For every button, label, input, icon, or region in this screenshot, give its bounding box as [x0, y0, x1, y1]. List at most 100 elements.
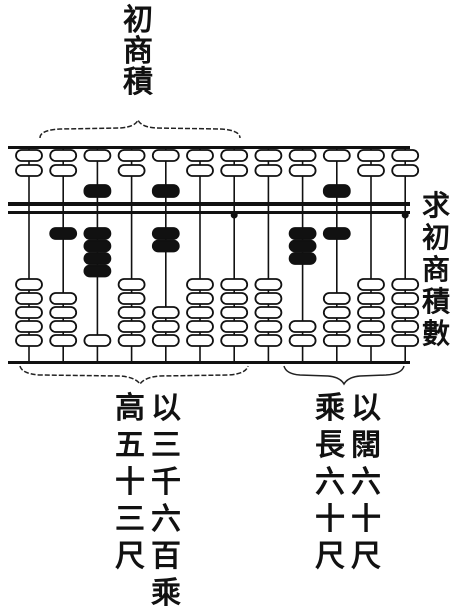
lower-bead-dark: [83, 252, 112, 265]
unit-dot: [230, 211, 238, 219]
upper-bead: [15, 149, 43, 162]
upper-bead: [357, 149, 385, 162]
left-block-char: 五: [115, 428, 145, 463]
upper-bead: [288, 164, 317, 177]
lower-bead: [391, 292, 420, 305]
lower-bead: [322, 306, 351, 319]
top-brace: [39, 118, 241, 139]
upper-bead: [254, 149, 283, 162]
lower-bead-dark: [288, 239, 317, 253]
lower-bead: [322, 334, 351, 347]
lower-bead-dark: [322, 227, 351, 240]
right-block-char: 乘: [315, 391, 345, 426]
lower-bead: [220, 334, 249, 347]
lower-bead: [288, 320, 317, 333]
lower-bead-dark: [288, 227, 317, 240]
upper-bead: [117, 164, 146, 177]
beam-lower-bar: [8, 211, 410, 214]
lower-bead: [117, 320, 146, 333]
lower-bead: [15, 306, 43, 319]
right-bottom-brace: [283, 365, 405, 386]
lower-bead: [254, 292, 283, 305]
right-label-char: 求: [421, 189, 450, 222]
lower-bead: [49, 334, 78, 347]
left-block-char: 三: [151, 428, 181, 463]
lower-bead: [391, 320, 420, 333]
unit-dot: [401, 211, 409, 219]
right-label-char: 數: [421, 317, 450, 350]
upper-bead: [220, 149, 249, 162]
upper-bead-dark: [83, 184, 112, 198]
lower-bead: [15, 334, 43, 347]
upper-bead: [186, 149, 214, 162]
upper-bead: [49, 149, 78, 162]
right-block-char: 十: [315, 502, 345, 537]
lower-bead: [322, 320, 351, 333]
right-label-char: 積: [421, 285, 450, 318]
lower-bead: [357, 278, 385, 291]
right-block-char: 尺: [315, 539, 345, 574]
lower-bead: [151, 306, 180, 319]
right-block-char: 以: [351, 391, 381, 426]
left-block-char: 高: [115, 391, 145, 426]
lower-bead: [49, 306, 78, 319]
lower-bead: [151, 334, 180, 347]
upper-bead: [83, 149, 112, 162]
left-block-right-column: 以 三 千 六 百 乘: [148, 394, 184, 616]
upper-bead-dark: [151, 184, 180, 198]
upper-bead: [322, 149, 351, 162]
frame-bottom-bar: [8, 361, 410, 364]
upper-bead: [391, 149, 420, 162]
upper-bead: [288, 149, 317, 162]
upper-bead-dark: [322, 184, 351, 198]
right-label: 求 初 商 積 數: [418, 192, 454, 352]
lower-bead: [83, 334, 112, 347]
upper-bead: [49, 164, 78, 177]
upper-bead: [220, 164, 249, 177]
upper-bead: [186, 164, 214, 177]
right-block-char: 六: [351, 465, 381, 500]
top-label-char: 商: [123, 34, 153, 69]
lower-bead: [49, 292, 78, 305]
right-label-char: 初: [421, 221, 450, 254]
lower-bead: [254, 320, 283, 333]
lower-bead: [186, 334, 214, 347]
right-block-char: 十: [351, 502, 381, 537]
right-block-char: 六: [315, 465, 345, 500]
lower-bead: [391, 306, 420, 319]
lower-bead: [15, 292, 43, 305]
upper-bead: [254, 164, 283, 177]
lower-bead: [15, 320, 43, 333]
upper-bead: [15, 164, 43, 177]
lower-bead: [186, 278, 214, 291]
right-block-char: 闊: [351, 428, 381, 463]
upper-bead: [391, 164, 420, 177]
lower-bead-dark: [151, 227, 180, 240]
right-block-right-column: 以 闊 六 十 尺: [348, 394, 384, 579]
lower-bead: [49, 320, 78, 333]
lower-bead: [357, 306, 385, 319]
left-block-left-column: 高 五 十 三 尺: [112, 394, 148, 579]
top-label-char: 初: [123, 3, 153, 38]
upper-bead: [117, 149, 146, 162]
lower-bead: [220, 278, 249, 291]
lower-bead: [220, 306, 249, 319]
lower-bead: [357, 292, 385, 305]
lower-bead: [186, 306, 214, 319]
left-block-char: 十: [115, 465, 145, 500]
left-block-char: 乘: [151, 576, 181, 611]
lower-bead: [357, 320, 385, 333]
upper-bead: [151, 149, 180, 162]
frame-top-bar: [8, 146, 410, 149]
right-label-char: 商: [421, 253, 450, 286]
lower-bead: [254, 334, 283, 347]
lower-bead-dark: [151, 239, 180, 253]
lower-bead: [220, 292, 249, 305]
lower-bead-dark: [83, 227, 112, 240]
top-label: 初 商 積: [118, 6, 158, 99]
upper-bead: [357, 164, 385, 177]
lower-bead: [117, 306, 146, 319]
lower-bead: [391, 334, 420, 347]
left-block-char: 千: [151, 465, 181, 500]
lower-bead: [151, 320, 180, 333]
